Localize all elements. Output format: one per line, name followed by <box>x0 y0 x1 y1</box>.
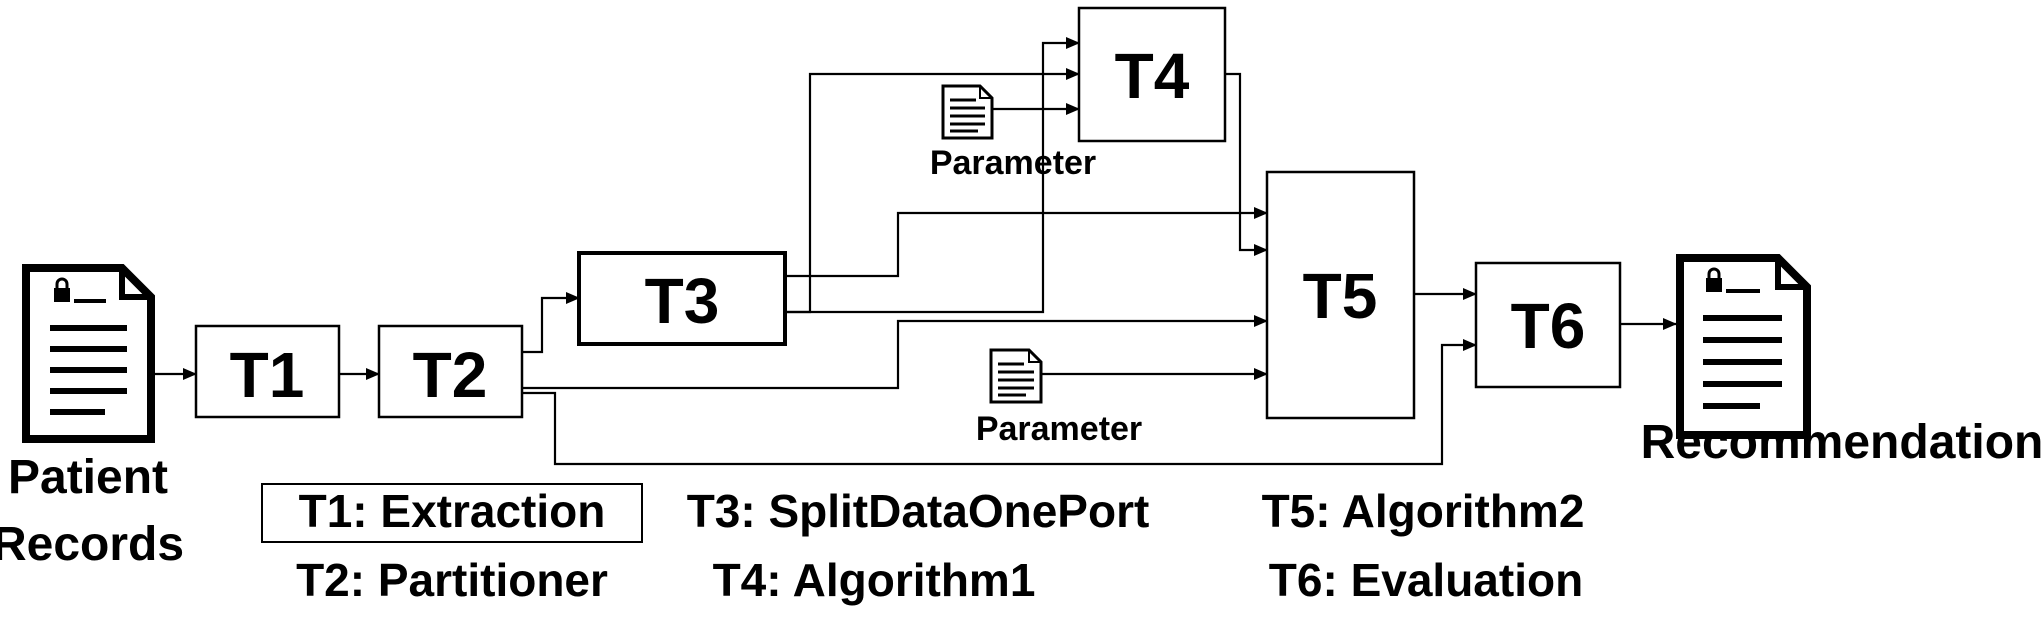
task-t3-label: T3 <box>645 265 720 337</box>
connections <box>154 37 1677 466</box>
input-label-line2: Records <box>0 518 184 571</box>
edge-t3-to-t5 <box>785 207 1268 278</box>
legend-t6: T6: Evaluation <box>1269 554 1583 606</box>
input-label-line1: Patient <box>8 451 168 504</box>
task-t1-label: T1 <box>230 339 305 411</box>
edge-t2-to-t3 <box>522 292 580 354</box>
parameter-label-top: Parameter <box>930 144 1096 182</box>
task-t2: T2 <box>377 324 524 419</box>
task-t4-label: T4 <box>1115 40 1190 112</box>
edge-t2-to-t5 <box>522 315 1268 390</box>
task-t6: T6 <box>1474 261 1622 389</box>
legend-t4: T4: Algorithm1 <box>713 554 1036 606</box>
legend: T1: Extraction T2: Partitioner T3: Split… <box>261 483 1585 606</box>
task-t5-label: T5 <box>1303 260 1378 332</box>
parameter-label-bottom: Parameter <box>976 410 1142 448</box>
task-t3: T3 <box>577 251 787 346</box>
locked-document-icon <box>1676 254 1811 439</box>
task-t4: T4 <box>1077 6 1227 143</box>
locked-document-icon <box>22 264 155 443</box>
task-t2-label: T2 <box>413 339 488 411</box>
legend-t5: T5: Algorithm2 <box>1262 485 1585 537</box>
edge-t3-to-t4-b <box>785 37 1080 314</box>
legend-highlight-box <box>261 483 643 543</box>
edge-t4-to-t5 <box>1225 72 1268 256</box>
task-t5: T5 <box>1265 170 1416 420</box>
parameter-file-icon <box>941 84 994 140</box>
output-label: Recommendation <box>1641 416 2042 469</box>
parameter-file-icon <box>989 348 1043 404</box>
legend-t1: T1: Extraction <box>299 485 606 537</box>
legend-t2: T2: Partitioner <box>296 554 608 606</box>
legend-t3: T3: SplitDataOnePort <box>687 485 1150 537</box>
task-t1: T1 <box>194 324 341 419</box>
edge-t2-to-t6 <box>522 339 1477 466</box>
task-t6-label: T6 <box>1511 290 1586 362</box>
